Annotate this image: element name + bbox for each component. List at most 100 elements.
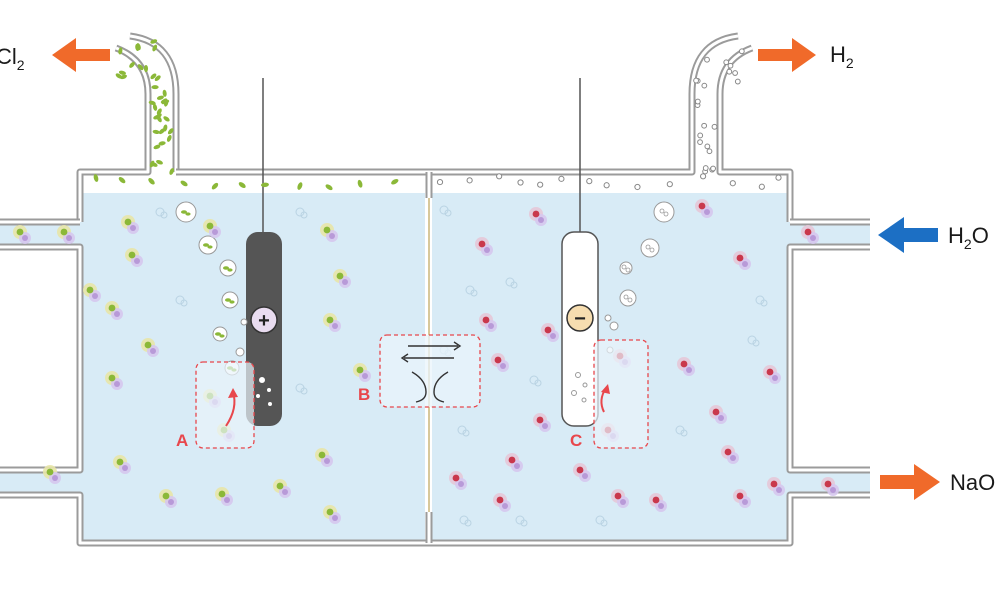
chlorine-molecule-icon: [118, 47, 123, 55]
sodium-chloride-pair-icon: [13, 225, 31, 244]
sodium-hydroxide-pair-icon: [649, 493, 667, 512]
hydrogen-molecule-icon: [701, 122, 708, 129]
chlorine-molecule-icon: [325, 184, 333, 191]
sodium-chloride-pair-icon: [315, 448, 333, 467]
hydrogen-molecule-icon: [697, 139, 703, 145]
chlorine-molecule-icon: [297, 182, 303, 190]
water-molecule-icon: [175, 295, 188, 307]
hydrogen-molecule-icon: [723, 59, 730, 66]
water-molecule-icon: [675, 425, 688, 437]
hydrogen-molecule-icon: [537, 181, 544, 188]
sodium-chloride-pair-icon: [121, 215, 139, 234]
hydrogen-bubble-icon: [609, 321, 619, 331]
sodium-hydroxide-pair-icon: [821, 477, 839, 496]
chlorine-molecule-icon: [156, 95, 164, 100]
hydrogen-molecule-icon: [775, 174, 782, 181]
callout-a: A: [176, 361, 255, 450]
hydrogen-molecule-icon: [694, 98, 701, 105]
water-molecule-icon: [747, 335, 760, 347]
water-molecule-icon: [295, 383, 308, 395]
callout-c-letter: C: [570, 431, 582, 450]
chlorine-molecule-icon: [150, 73, 157, 80]
h2-out-arrow-icon: [758, 38, 816, 72]
callout-b-arrow-left-icon: [400, 353, 409, 363]
chlorine-molecule-icon: [357, 179, 363, 188]
chlorine-bubble-icon: [219, 259, 237, 277]
sodium-hydroxide-pair-icon: [733, 251, 751, 270]
chlorine-molecule-icon: [166, 135, 172, 142]
hydrogen-molecule-icon: [699, 173, 707, 180]
sodium-hydroxide-pair-icon: [767, 477, 785, 496]
sodium-chloride-pair-icon: [323, 313, 341, 332]
hydrogen-molecule-icon: [710, 165, 716, 172]
hydrogen-molecule-icon: [496, 173, 503, 180]
anode-bubbles: [256, 377, 272, 406]
water-molecule-icon: [295, 207, 308, 219]
sodium-hydroxide-pair-icon: [677, 357, 695, 376]
sodium-hydroxide-pair-icon: [505, 453, 523, 472]
chlorine-molecule-icon: [158, 141, 166, 146]
sodium-hydroxide-pair-icon: [479, 313, 497, 332]
chlorine-molecule-icon: [118, 176, 126, 184]
callout-c: C: [570, 339, 649, 450]
sodium-chloride-pair-icon: [203, 219, 221, 238]
outlet-pipe-left-solution: [0, 470, 80, 495]
chlorine-molecule-icon: [148, 100, 156, 105]
sodium-hydroxide-pair-icon: [733, 489, 751, 508]
chlorine-molecule-icon: [391, 178, 399, 185]
hydrogen-molecule-icon: [727, 62, 734, 69]
sodium-chloride-pair-icon: [333, 269, 351, 288]
chlorine-molecule-icon: [169, 168, 175, 175]
sodium-chloride-pair-icon: [141, 338, 159, 357]
hydrogen-molecule-icon: [634, 183, 641, 191]
sodium-hydroxide-pair-icon: [611, 489, 629, 508]
chlorine-molecule-icon: [167, 128, 174, 135]
hydrogen-molecule-icon: [603, 182, 610, 189]
sodium-chloride-pair-icon: [57, 225, 75, 244]
hydrogen-molecule-icon: [729, 180, 736, 187]
hydrogen-molecule-icon: [738, 48, 745, 55]
chlorine-molecule-icon: [152, 44, 158, 52]
anode-symbol: +: [258, 310, 270, 332]
hydrogen-bubble-icon: [640, 238, 660, 258]
h2-label: H2: [830, 42, 854, 71]
callout-b-curve-left-icon: [411, 371, 427, 403]
chlorine-molecule-icon: [163, 124, 168, 132]
chlorine-molecule-icon: [156, 159, 163, 165]
hydrogen-molecule-icon: [436, 178, 444, 186]
sodium-hydroxide-pair-icon: [763, 365, 781, 384]
chlorine-bubble-icon: [221, 291, 239, 309]
chlorine-bubble-icon: [175, 201, 197, 223]
chlorine-molecule-icon: [154, 75, 161, 82]
water-molecule-icon: [439, 205, 452, 217]
hydrogen-pipe-particles: [693, 48, 745, 175]
water-molecule-icon: [515, 515, 528, 527]
hydrogen-molecule-icon: [711, 123, 718, 130]
chlorine-molecule-icon: [148, 178, 155, 185]
chlorine-molecule-icon: [211, 182, 219, 190]
chlorine-molecule-icon: [137, 64, 144, 71]
hydrogen-molecule-icon: [466, 177, 473, 184]
hydrogen-molecule-icon: [517, 179, 524, 186]
callout-b-letter: B: [358, 385, 370, 404]
hydrogen-bubble-icon: [619, 289, 637, 307]
hydrogen-bubble-icon: [604, 314, 612, 322]
hydrogen-molecule-icon: [734, 78, 741, 85]
hydrogen-molecule-icon: [726, 68, 733, 75]
chlorine-molecule-icon: [163, 116, 170, 122]
chlorine-molecule-icon: [129, 61, 135, 68]
dissolved-ions: [13, 199, 839, 527]
sodium-chloride-pair-icon: [159, 489, 177, 508]
water-molecule-icon: [465, 285, 478, 297]
hydrogen-molecule-icon: [758, 183, 765, 190]
sodium-chloride-pair-icon: [105, 371, 123, 390]
cathode-symbol: −: [574, 308, 586, 330]
chlorine-pipe-particles: [115, 39, 175, 175]
tank-wall: [0, 32, 870, 547]
sodium-chloride-pair-icon: [320, 223, 338, 242]
water-molecule-icon: [459, 515, 472, 527]
anode-plus-icon: [250, 306, 278, 334]
chlorine-molecule-icon: [180, 180, 188, 187]
hydrogen-molecule-icon: [558, 175, 565, 182]
